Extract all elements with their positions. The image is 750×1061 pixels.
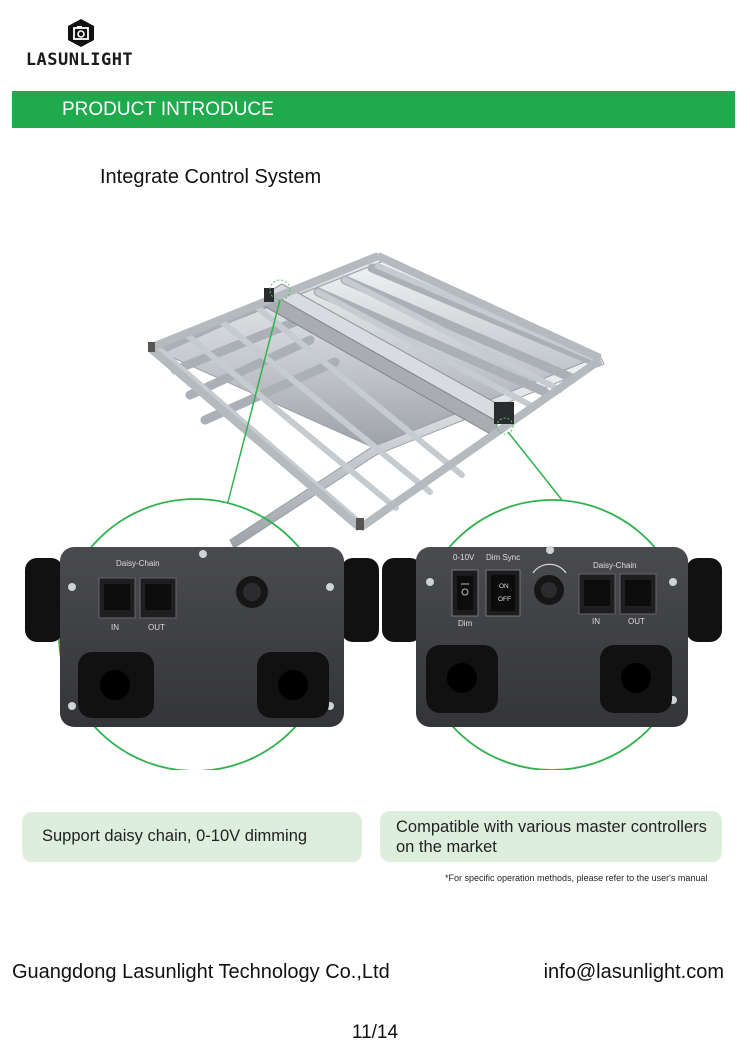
logo-wordmark: LASUNLIGHT [25, 50, 134, 70]
section-header-bar: PRODUCT INTRODUCE [12, 91, 735, 128]
logo-camera-icon [68, 19, 94, 47]
caption-left-text: Support daisy chain, 0-10V dimming [42, 827, 308, 845]
manual-footnote: *For specific operation methods, please … [445, 873, 708, 883]
page-subtitle: Integrate Control System [100, 166, 322, 188]
callout-marker-left [269, 279, 291, 301]
caption-right-line1: Compatible with various master controlle… [396, 818, 707, 836]
right-daisy-chain-label: Daisy-Chain [593, 561, 637, 570]
right-dim-label: Dim [458, 619, 473, 628]
left-in-label: IN [111, 623, 119, 632]
footer-company-name: Guangdong Lasunlight Technology Co.,Ltd [12, 961, 390, 983]
footer-email: info@lasunlight.com [543, 961, 724, 983]
caption-right-line2: on the market [396, 838, 497, 856]
page-number: 11/14 [351, 1022, 399, 1043]
company-logo: LASUNLIGHT [22, 18, 137, 73]
right-dim-range-label: 0-10V [453, 553, 475, 562]
right-in-label: IN [592, 617, 600, 626]
right-control-panel [382, 546, 722, 727]
left-control-panel [25, 547, 379, 727]
callout-marker-right [496, 417, 514, 435]
product-figure: Daisy-Chain IN OUT 0-10V Dim Sync ON OFF… [25, 252, 722, 770]
right-dim-sync-label: Dim Sync [486, 553, 520, 562]
section-title: PRODUCT INTRODUCE [62, 99, 274, 120]
right-on-label: ON [499, 583, 509, 590]
grow-light-fixture [147, 252, 605, 549]
left-out-label: OUT [148, 623, 165, 632]
right-out-label: OUT [628, 617, 645, 626]
caption-compatibility: Compatible with various master controlle… [380, 811, 722, 862]
caption-daisy-chain: Support daisy chain, 0-10V dimming [22, 812, 362, 862]
left-daisy-chain-label: Daisy-Chain [116, 559, 160, 568]
right-off-label: OFF [498, 596, 511, 603]
